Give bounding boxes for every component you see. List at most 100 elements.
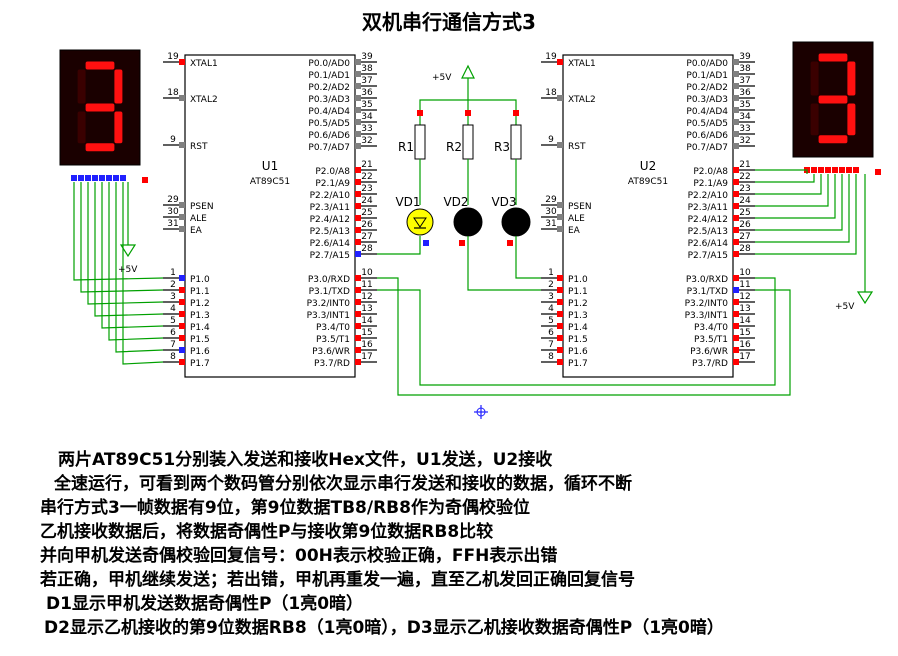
- pin-name: RST: [568, 142, 586, 152]
- pin-state-marker: [179, 142, 185, 148]
- pin-number: 2: [548, 280, 554, 290]
- pin-name: P2.6/A14: [310, 239, 351, 249]
- resistor-r2: [462, 124, 474, 160]
- pin-name: P3.4/T0: [316, 323, 350, 333]
- pin-state-marker: [355, 191, 361, 197]
- pin-state-marker: [733, 311, 739, 317]
- chip-part-label: AT89C51: [628, 177, 668, 187]
- pin-state-marker: [557, 142, 563, 148]
- pin-number: 26: [739, 220, 751, 230]
- pin-name: P2.7/A15: [310, 251, 350, 261]
- pin-number: 37: [361, 76, 372, 86]
- pin-name: P2.3/A11: [688, 203, 728, 213]
- pin-name: P1.6: [190, 347, 210, 357]
- pin-name: ALE: [190, 214, 207, 224]
- pin-name: P2.6/A14: [688, 239, 729, 249]
- segment-d: [818, 135, 848, 144]
- pin-state-marker: [355, 287, 361, 293]
- pin-number: 14: [739, 316, 751, 326]
- pin-name: P2.3/A11: [310, 203, 350, 213]
- segment-f: [77, 69, 86, 104]
- pin-name: P3.1/TXD: [309, 287, 350, 297]
- pin-name: P2.2/A10: [310, 191, 351, 201]
- pin-number: 35: [361, 100, 372, 110]
- vcc-arrow: [461, 64, 475, 79]
- wire-p1-segment: [73, 182, 164, 281]
- display-pin-marker: [99, 175, 105, 181]
- led-diode-mark: [413, 217, 427, 228]
- wire-u1-rxd-u2-txd: [377, 277, 791, 396]
- pin-name: P0.5/AD5: [686, 119, 728, 129]
- pin-state-marker: [733, 287, 739, 293]
- pin-state-marker: [557, 214, 563, 220]
- pin-name: P2.0/A8: [693, 167, 728, 177]
- pin-state-marker: [513, 110, 519, 116]
- pin-state-marker: [733, 239, 739, 245]
- wire-p2-segment: [755, 174, 815, 183]
- pin-number: 4: [170, 304, 176, 314]
- pin-number: 17: [739, 352, 750, 362]
- wire-vd2-u2: [467, 236, 541, 291]
- pin-name: P1.2: [190, 299, 210, 309]
- pin-name: P3.7/RD: [314, 359, 350, 369]
- pin-state-marker: [355, 83, 361, 89]
- pin-state-marker: [733, 119, 739, 125]
- pin-number: 2: [170, 280, 176, 290]
- wire-p2-segment: [755, 174, 843, 231]
- pin-state-marker: [557, 275, 563, 281]
- pin-name: ALE: [568, 214, 585, 224]
- pin-number: 28: [361, 244, 373, 254]
- note-line-6: 若正确，甲机继续发送；若出错，甲机再重发一遍，直至乙机发回正确回复信号: [40, 570, 635, 590]
- pin-number: 21: [739, 160, 750, 170]
- chip-ref-label: U1: [262, 159, 278, 173]
- pin-state-marker: [355, 59, 361, 65]
- resistor-label: R2: [446, 140, 462, 154]
- power-label-top: +5V: [432, 73, 452, 83]
- segment-e: [810, 103, 819, 136]
- segment-a: [818, 53, 848, 62]
- pin-state-marker: [179, 335, 185, 341]
- wire-vd3-u2: [515, 236, 541, 279]
- pin-state-marker: [557, 95, 563, 101]
- pin-state-marker: [355, 347, 361, 353]
- resistor-label: R1: [398, 140, 414, 154]
- pin-number: 29: [167, 195, 179, 205]
- pin-state-marker: [355, 143, 361, 149]
- pin-state-marker: [179, 299, 185, 305]
- pin-state-marker: [557, 323, 563, 329]
- pin-name: XTAL1: [190, 59, 218, 69]
- pin-state-marker: [179, 95, 185, 101]
- pin-name: P1.4: [190, 323, 210, 333]
- led-vd3: [501, 207, 531, 237]
- pin-name: P3.3/INT1: [307, 311, 350, 321]
- pin-name: P2.4/A12: [688, 215, 728, 225]
- pin-state-marker: [733, 299, 739, 305]
- pin-state-marker: [557, 335, 563, 341]
- pin-name: P1.7: [568, 359, 588, 369]
- pin-state-marker: [733, 167, 739, 173]
- wire-p1-segment: [115, 182, 164, 353]
- pin-name: P1.5: [190, 335, 210, 345]
- display-pin-marker: [113, 175, 119, 181]
- pin-name: P2.1/A9: [315, 179, 350, 189]
- pin-number: 17: [361, 352, 372, 362]
- pin-number: 33: [739, 124, 750, 134]
- pin-state-marker: [557, 202, 563, 208]
- pin-number: 1: [548, 268, 554, 278]
- wire-p2-segment: [755, 174, 857, 255]
- schematic-canvas[interactable]: U1AT89C5119XTAL118XTAL29RST29PSEN30ALE31…: [0, 0, 898, 440]
- pin-number: 25: [739, 208, 750, 218]
- pin-name: P0.3/AD3: [308, 95, 350, 105]
- pin-name: P2.0/A8: [315, 167, 350, 177]
- pin-number: 5: [170, 316, 176, 326]
- segment-g: [818, 95, 848, 104]
- pin-number: 14: [361, 316, 373, 326]
- pin-name: P3.6/WR: [312, 347, 350, 357]
- pin-name: P3.0/RXD: [686, 275, 728, 285]
- pin-name: P3.6/WR: [690, 347, 728, 357]
- pin-name: P1.1: [190, 287, 210, 297]
- pin-number: 16: [361, 340, 373, 350]
- pin-state-marker: [179, 311, 185, 317]
- pin-number: 34: [361, 112, 373, 122]
- wire-u1-txd-u2-rxd: [377, 277, 776, 386]
